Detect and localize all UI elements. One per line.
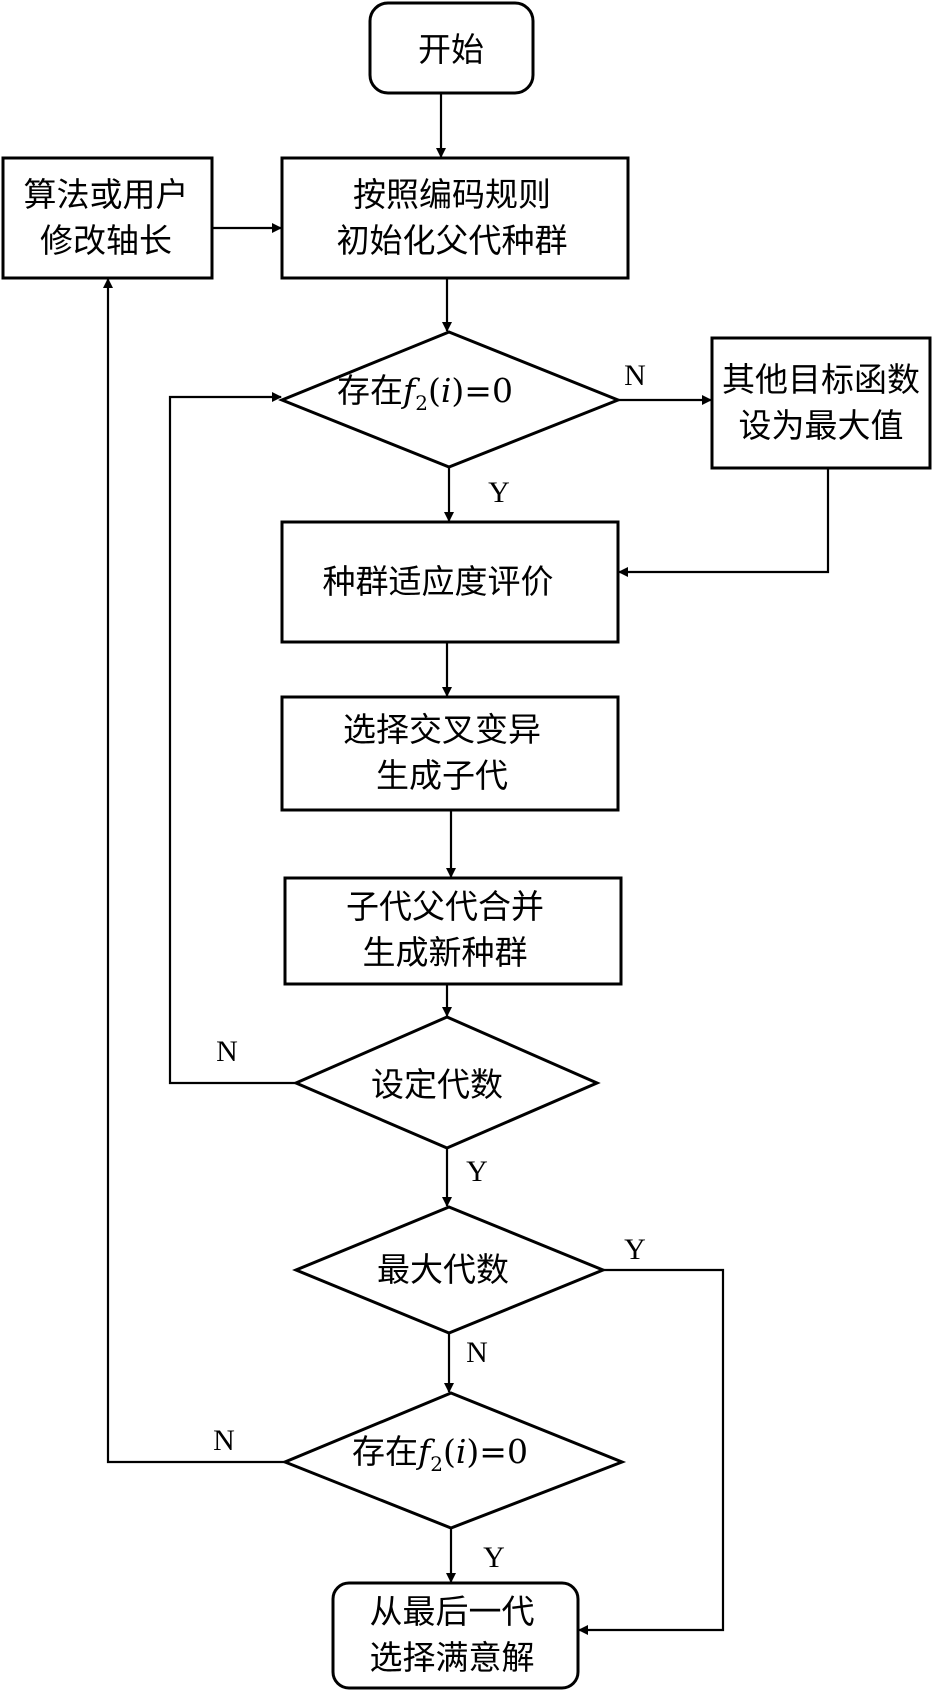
end-node bbox=[331, 1581, 580, 1690]
modify-label-line1: 算法或用户 bbox=[23, 175, 189, 214]
check1-no-label: N bbox=[624, 359, 646, 392]
check1-rest: )=0 bbox=[451, 371, 513, 411]
start-node bbox=[368, 1, 535, 95]
other-label: 其他目标函数 设为最大值 bbox=[722, 357, 920, 449]
check2-sub: 2 bbox=[430, 1451, 443, 1476]
end-label: 从最后一代 选择满意解 bbox=[370, 1589, 535, 1681]
check1-prefix: 存在 bbox=[337, 371, 404, 411]
check1-f: f bbox=[403, 371, 416, 411]
check1-sub: 2 bbox=[415, 390, 428, 415]
merge-label-line2: 生成新种群 bbox=[362, 933, 528, 972]
setgen-no-label: N bbox=[216, 1035, 238, 1068]
maxgen-label: 最大代数 bbox=[377, 1250, 509, 1289]
edge-setgen-loop bbox=[168, 392, 296, 1085]
edge-maxgen-end bbox=[578, 1268, 725, 1635]
check2-open: ( bbox=[442, 1432, 456, 1472]
merge-label-line1: 子代父代合并 bbox=[346, 887, 544, 926]
maxgen-no-label: N bbox=[466, 1336, 488, 1369]
init-label: 按照编码规则 初始化父代种群 bbox=[337, 172, 568, 264]
other-node bbox=[710, 336, 932, 470]
check2-no-label: N bbox=[213, 1424, 235, 1457]
modify-label: 算法或用户 修改轴长 bbox=[24, 172, 189, 264]
merge-node bbox=[283, 876, 623, 986]
check1-open: ( bbox=[427, 371, 441, 411]
check1-yes-label: Y bbox=[488, 476, 510, 509]
other-label-line1: 其他目标函数 bbox=[722, 360, 920, 399]
select-label-line2: 生成子代 bbox=[376, 756, 508, 795]
end-label-line1: 从最后一代 bbox=[369, 1592, 535, 1631]
check2-yes-label: Y bbox=[483, 1541, 505, 1574]
maxgen-yes-label: Y bbox=[624, 1233, 646, 1266]
eval-node bbox=[280, 520, 620, 644]
select-label-line1: 选择交叉变异 bbox=[343, 710, 541, 749]
select-label: 选择交叉变异 生成子代 bbox=[343, 707, 541, 799]
init-label-line1: 按照编码规则 bbox=[353, 175, 551, 214]
edge-check2-modify bbox=[103, 278, 285, 1464]
setgen-label: 设定代数 bbox=[371, 1065, 503, 1104]
other-label-line2: 设为最大值 bbox=[738, 406, 904, 445]
init-label-line2: 初始化父代种群 bbox=[336, 221, 568, 260]
check2-rest: )=0 bbox=[466, 1432, 528, 1472]
edge-other-eval bbox=[618, 468, 830, 577]
check2-prefix: 存在 bbox=[352, 1432, 419, 1472]
check2-i: i bbox=[455, 1432, 467, 1472]
end-label-line2: 选择满意解 bbox=[369, 1638, 535, 1677]
start-label: 开始 bbox=[418, 30, 484, 69]
eval-label: 种群适应度评价 bbox=[322, 562, 554, 601]
check2-label: 存在f2(i)=0 bbox=[352, 1429, 528, 1487]
check2-f: f bbox=[418, 1432, 431, 1472]
setgen-yes-label: Y bbox=[466, 1155, 488, 1188]
check1-label: 存在f2(i)=0 bbox=[337, 368, 513, 426]
init-node bbox=[280, 156, 630, 280]
modify-label-line2: 修改轴长 bbox=[40, 221, 172, 260]
check1-i: i bbox=[440, 371, 452, 411]
merge-label: 子代父代合并 生成新种群 bbox=[346, 884, 544, 976]
